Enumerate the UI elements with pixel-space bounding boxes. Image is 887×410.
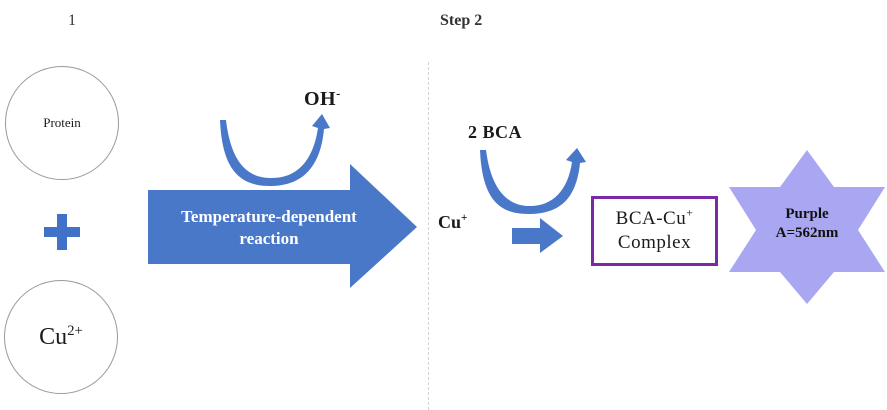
main-reaction-arrow — [148, 164, 417, 288]
hydroxide-label: OH- — [304, 86, 341, 110]
cu2-circle: Cu2+ — [4, 280, 118, 394]
complex-line2: Complex — [617, 232, 692, 253]
purple-star-icon — [729, 150, 885, 304]
protein-label: Protein — [43, 115, 81, 130]
step-1-label: 1 — [68, 12, 76, 29]
step-divider — [428, 62, 429, 410]
main-arrow-line2: reaction — [239, 229, 299, 248]
main-arrow-label: Temperature-dependent reaction — [150, 206, 388, 250]
bca-label: 2 BCA — [468, 122, 523, 142]
plus-icon — [44, 214, 80, 250]
product-label: Purple A=562nm — [742, 205, 872, 243]
step-2-label: Step 2 — [440, 12, 483, 29]
bca-cu-complex-box: BCA-Cu+ Complex — [591, 196, 718, 266]
product-line2: A=562nm — [775, 225, 839, 241]
protein-circle: Protein — [5, 66, 119, 180]
main-arrow-line1: Temperature-dependent — [181, 207, 357, 226]
product-line1: Purple — [785, 206, 829, 222]
curved-arrow-bca-icon — [480, 148, 586, 214]
small-arrow — [512, 218, 563, 253]
cu2-label: Cu2+ — [39, 322, 83, 350]
complex-line1: BCA-Cu+ — [615, 206, 694, 229]
cu1-label: Cu+ — [438, 212, 468, 232]
curved-arrow-oh-icon — [220, 114, 330, 186]
